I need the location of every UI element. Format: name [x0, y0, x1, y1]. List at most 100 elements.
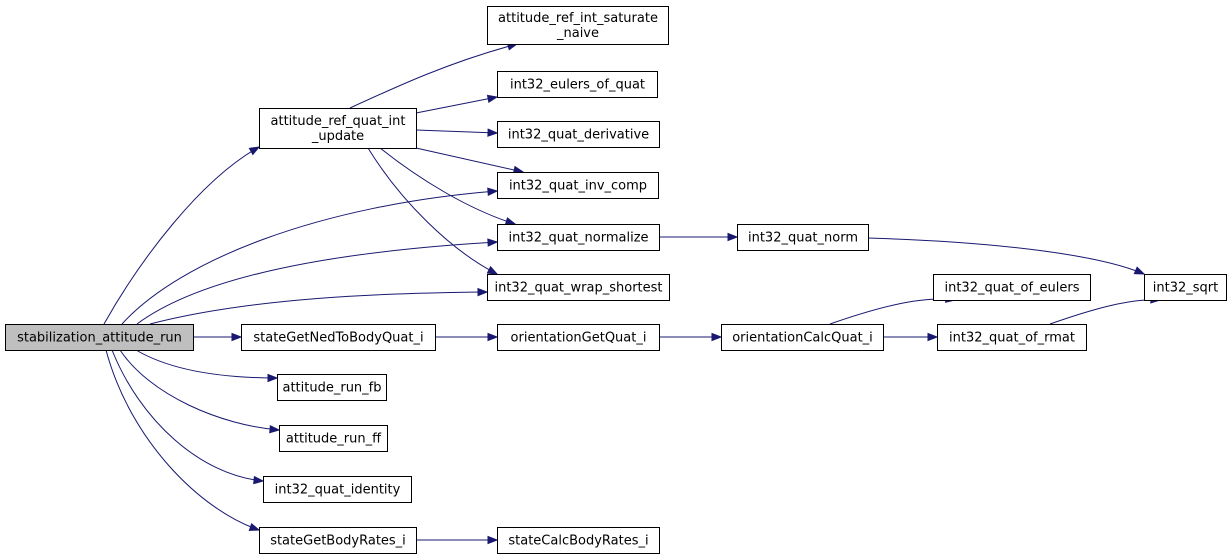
node-calc-body-rates[interactable]: stateCalcBodyRates_i: [497, 527, 660, 554]
node-label: orientationCalcQuat_i: [732, 331, 873, 346]
node-label: stateCalcBodyRates_i: [508, 534, 648, 549]
edge-root-to-ned_to_body: [193, 332, 243, 342]
node-ned-to-body[interactable]: stateGetNedToBodyQuat_i: [241, 324, 436, 351]
edge-line: [121, 190, 498, 325]
edge-root-to-quat_normalize: [136, 238, 499, 325]
node-box[interactable]: [487, 6, 669, 45]
edge-line: [119, 349, 280, 431]
edge-quat_norm-to-sqrt: [867, 237, 1146, 275]
edge-line: [135, 349, 278, 379]
edge-root-to-run_fb: [135, 349, 279, 383]
node-label: int32_quat_derivative: [508, 128, 649, 143]
edge-root-to-quat_identity: [111, 349, 265, 485]
edge-line: [105, 349, 260, 531]
arrowhead-icon: [231, 332, 243, 342]
node-label: int32_quat_norm: [748, 231, 858, 246]
node-quat-derivative[interactable]: int32_quat_derivative: [497, 121, 660, 148]
arrowhead-icon: [486, 265, 499, 275]
node-box[interactable]: [263, 476, 412, 503]
node-box[interactable]: [277, 374, 387, 401]
node-label: int32_quat_wrap_shortest: [494, 281, 662, 296]
node-box[interactable]: [5, 324, 194, 351]
edge-line: [829, 298, 956, 325]
node-label: int32_quat_inv_comp: [509, 179, 647, 194]
node-label: _naive: [556, 26, 599, 41]
node-run-ff[interactable]: attitude_run_ff: [279, 425, 388, 452]
arrowhead-icon: [711, 332, 723, 342]
arrowhead-icon: [487, 535, 499, 545]
node-quat-int-update[interactable]: attitude_ref_quat_int_update: [259, 108, 417, 149]
edge-line: [867, 237, 1145, 275]
node-label: stabilization_attitude_run: [17, 331, 182, 346]
node-quat-norm[interactable]: int32_quat_norm: [737, 224, 869, 251]
node-orient-calc-quat[interactable]: orientationCalcQuat_i: [721, 324, 884, 351]
node-label: int32_sqrt: [1153, 281, 1218, 296]
arrowhead-icon: [248, 522, 261, 531]
node-box[interactable]: [279, 425, 388, 452]
node-box[interactable]: [737, 224, 869, 251]
node-label: attitude_ref_int_saturate: [498, 11, 658, 26]
arrowhead-icon: [487, 128, 499, 137]
edge-root-to-run_ff: [119, 349, 281, 434]
node-box[interactable]: [1144, 274, 1227, 301]
node-label: attitude_run_ff: [286, 432, 382, 447]
node-box[interactable]: [259, 108, 417, 149]
edge-quat_int_update-to-quat_wrap_shortest: [367, 147, 499, 275]
arrowhead-icon: [727, 232, 739, 242]
edge-line: [415, 129, 498, 134]
node-quat-of-eulers[interactable]: int32_quat_of_eulers: [933, 274, 1091, 301]
node-label: int32_eulers_of_quat: [510, 78, 645, 93]
node-quat-identity[interactable]: int32_quat_identity: [263, 476, 412, 503]
node-quat-inv-comp[interactable]: int32_quat_inv_comp: [497, 172, 659, 199]
arrowhead-icon: [1133, 266, 1146, 275]
node-orient-get-quat[interactable]: orientationGetQuat_i: [497, 324, 660, 351]
node-box[interactable]: [497, 527, 660, 554]
node-quat-wrap-shortest[interactable]: int32_quat_wrap_shortest: [487, 274, 670, 301]
node-label: stateGetNedToBodyQuat_i: [253, 331, 423, 346]
node-root[interactable]: stabilization_attitude_run: [5, 324, 194, 351]
arrowhead-icon: [487, 332, 499, 342]
node-box[interactable]: [721, 324, 884, 351]
node-box[interactable]: [497, 71, 658, 98]
edge-line: [111, 349, 264, 482]
edge-root-to-quat_int_update: [103, 146, 261, 325]
node-eulers-of-quat[interactable]: int32_eulers_of_quat: [497, 71, 658, 98]
edge-body_rates-to-calc_body_rates: [416, 535, 499, 545]
node-box[interactable]: [241, 324, 436, 351]
node-box[interactable]: [937, 324, 1087, 351]
node-quat-of-rmat[interactable]: int32_quat_of_rmat: [937, 324, 1087, 351]
node-label: stateGetBodyRates_i: [270, 534, 406, 549]
node-saturate-naive[interactable]: attitude_ref_int_saturate_naive: [487, 6, 669, 45]
call-graph-edges: [103, 42, 1162, 545]
arrowhead-icon: [253, 475, 265, 485]
node-body-rates[interactable]: stateGetBodyRates_i: [259, 527, 417, 554]
node-quat-normalize[interactable]: int32_quat_normalize: [497, 224, 660, 251]
node-label: orientationGetQuat_i: [511, 331, 647, 346]
node-box[interactable]: [259, 527, 417, 554]
node-box[interactable]: [497, 324, 660, 351]
edge-line: [103, 146, 260, 325]
node-sqrt[interactable]: int32_sqrt: [1144, 274, 1227, 301]
node-run-fb[interactable]: attitude_run_fb: [277, 374, 387, 401]
node-box[interactable]: [487, 274, 670, 301]
edge-line: [349, 43, 518, 109]
arrowhead-icon: [487, 187, 499, 196]
edge-root-to-quat_wrap_shortest: [149, 287, 489, 325]
node-box[interactable]: [497, 172, 659, 199]
edge-quat_int_update-to-quat_derivative: [415, 128, 499, 137]
node-label: int32_quat_normalize: [508, 231, 648, 246]
edge-line: [367, 147, 498, 275]
call-graph-nodes: stabilization_attitude_run attitude_ref_q…: [5, 6, 1227, 554]
edge-line: [379, 147, 516, 225]
node-box[interactable]: [933, 274, 1091, 301]
node-box[interactable]: [497, 224, 660, 251]
edge-root-to-body_rates: [105, 349, 261, 531]
edge-quat_int_update-to-eulers_of_quat: [415, 94, 499, 114]
edge-orient_get_quat-to-orient_calc_quat: [659, 332, 723, 342]
arrowhead-icon: [487, 238, 499, 247]
edge-quat_int_update-to-quat_inv_comp: [415, 147, 525, 175]
node-label: attitude_ref_quat_int: [271, 114, 406, 129]
edge-quat_int_update-to-quat_normalize: [379, 147, 517, 226]
edge-line: [136, 241, 498, 325]
node-box[interactable]: [497, 121, 660, 148]
